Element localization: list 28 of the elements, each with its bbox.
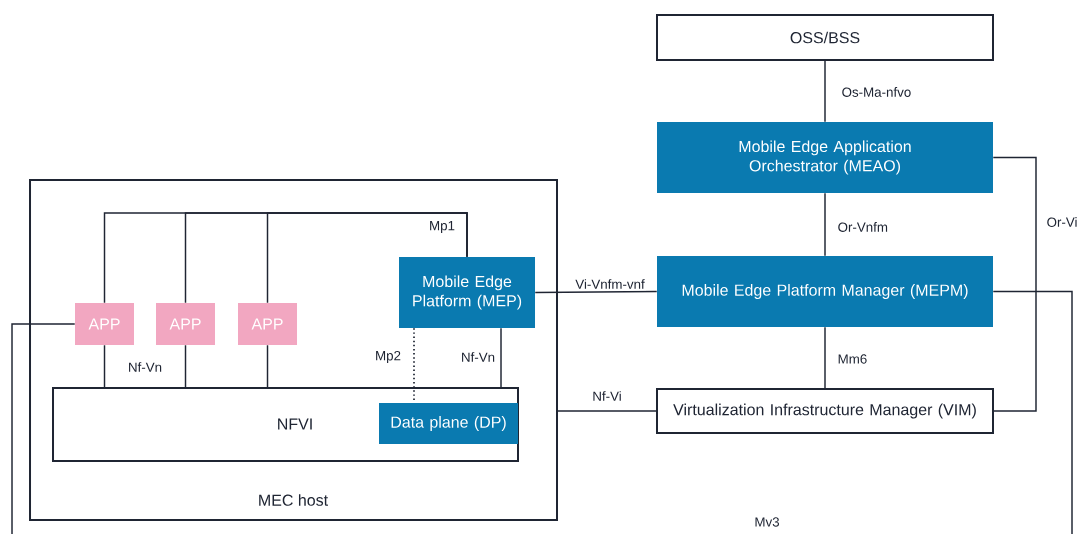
connector-line	[500, 327, 502, 388]
connector-line	[184, 344, 187, 388]
edge-label: Os-Ma-nfvo	[840, 85, 913, 99]
edge-label: Mv3	[753, 515, 781, 529]
edge-label: Or-Vnfm	[836, 220, 890, 234]
system-box: OSS/BSS	[656, 14, 994, 61]
connector-line	[266, 344, 269, 388]
edge-label: Vi-Vnfm-vnf	[573, 277, 647, 291]
connector-line	[534, 290, 658, 294]
edge-label: Mm6	[836, 352, 869, 366]
connector-line	[824, 192, 826, 257]
component-box: Mobile Edge Platform Manager (MEPM)	[657, 256, 993, 327]
component-box: Mobile Edge Application Orchestrator (MEAO)	[657, 122, 993, 193]
edge-label: Or-Vi	[1045, 215, 1079, 229]
edge-label: Nf-Vi	[591, 389, 624, 403]
app-box: APP	[156, 303, 215, 345]
component-box: Data plane (DP)	[379, 403, 518, 444]
connector-line	[992, 156, 1037, 412]
connector-line	[824, 60, 826, 123]
connector-line	[11, 290, 1073, 534]
connector-line	[266, 212, 468, 304]
app-box: APP	[75, 303, 134, 345]
connector-line	[824, 326, 826, 389]
connector-line	[557, 410, 657, 412]
connector-line	[103, 344, 106, 388]
component-box: Mobile Edge Platform (MEP)	[399, 257, 535, 328]
app-box: APP	[238, 303, 297, 345]
component-box: Virtualization Infrastructure Manager (VIM)	[656, 388, 994, 434]
